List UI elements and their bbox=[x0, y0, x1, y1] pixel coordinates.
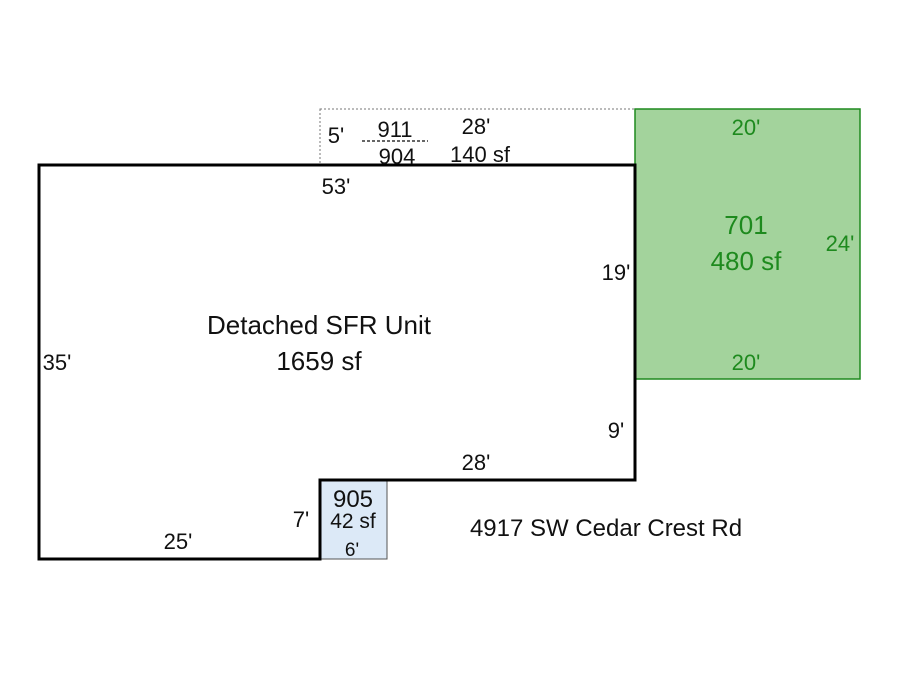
garage-right-dim: 24' bbox=[826, 231, 855, 256]
garage-top-dim: 20' bbox=[732, 115, 761, 140]
porch-code-bottom: 904 bbox=[379, 144, 416, 169]
main-inner-left-dim: 7' bbox=[293, 507, 309, 532]
main-bottom-dim: 25' bbox=[164, 529, 193, 554]
main-left-dim: 35' bbox=[43, 350, 72, 375]
main-inner-top-dim: 28' bbox=[462, 450, 491, 475]
garage-area-label: 480 sf bbox=[711, 246, 783, 276]
address-label: 4917 SW Cedar Crest Rd bbox=[470, 515, 742, 542]
porch-width-label: 28' bbox=[462, 114, 491, 139]
porch-area-label: 140 sf bbox=[450, 142, 511, 167]
small-area-area: 42 sf bbox=[330, 510, 376, 533]
small-area-code: 905 bbox=[333, 486, 373, 513]
main-unit-outline bbox=[37, 163, 637, 561]
main-top-dim: 53' bbox=[322, 174, 351, 199]
small-area-width-dim: 6' bbox=[345, 540, 359, 561]
porch-code-top: 911 bbox=[377, 117, 412, 142]
small-area-905 bbox=[319, 479, 388, 560]
main-right-lower-dim: 9' bbox=[608, 418, 624, 443]
main-right-upper-dim: 19' bbox=[602, 260, 631, 285]
garage-bottom-dim: 20' bbox=[732, 350, 761, 375]
garage-area bbox=[634, 108, 861, 380]
main-unit-area: 1659 sf bbox=[276, 346, 362, 376]
main-unit-label: Detached SFR Unit bbox=[207, 310, 432, 340]
garage-code: 701 bbox=[724, 210, 767, 240]
porch-depth-label: 5' bbox=[328, 123, 344, 148]
